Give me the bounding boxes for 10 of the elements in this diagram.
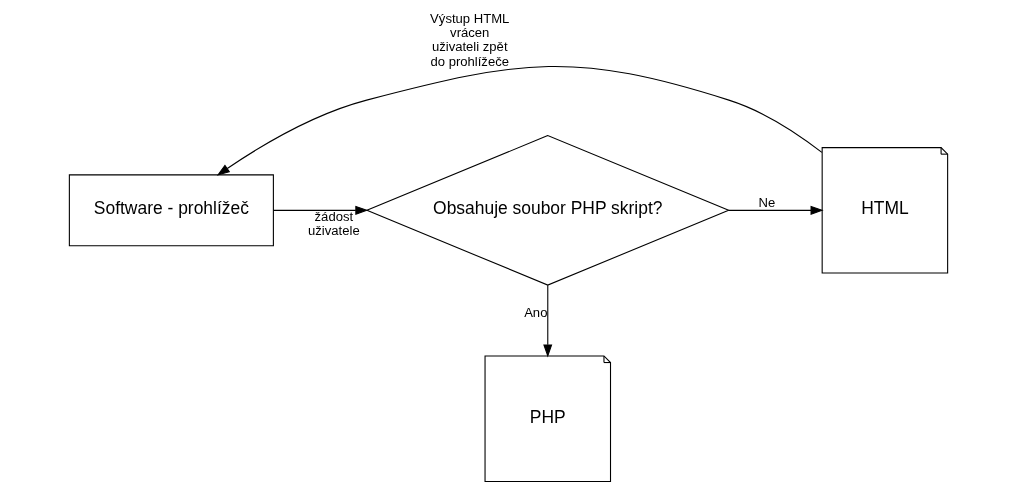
node-box: Software - prohlížeč [68, 174, 274, 247]
arrow [273, 205, 369, 215]
arrow [216, 66, 823, 176]
edge-label: Výstup HTML vrácen uživateli zpět do prohlížeče [430, 11, 510, 69]
arrow [728, 205, 824, 215]
edge-label: žádost uživatele [308, 208, 360, 238]
edge-label: Ne [758, 194, 776, 210]
edge-label: Ano [524, 304, 548, 320]
node-diamond: Obsahuje soubor PHP skript? [365, 135, 731, 286]
arrow [543, 284, 553, 358]
